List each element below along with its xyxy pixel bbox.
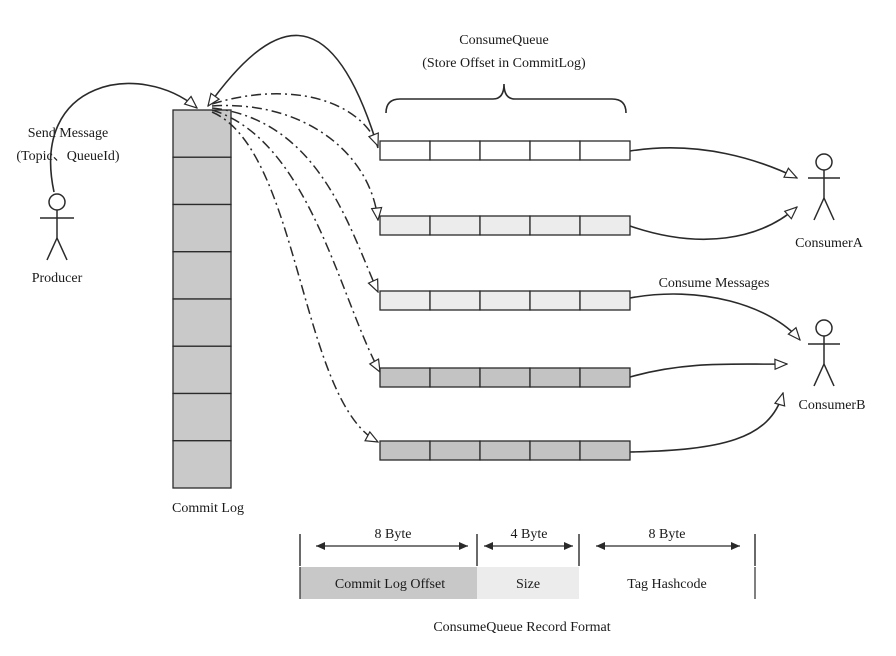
send-message-label: Send Message xyxy=(28,126,109,141)
queue-cell xyxy=(429,440,481,461)
size-label-size: 4 Byte xyxy=(511,527,548,542)
queue-cell xyxy=(529,140,581,161)
queue-cell xyxy=(529,215,581,236)
commit-log-label: Commit Log xyxy=(172,501,244,516)
queue4-to-consumerB-arrow xyxy=(629,364,787,378)
queue-cell xyxy=(579,290,631,311)
consume-arrows xyxy=(629,147,800,453)
consumerB-label: ConsumerB xyxy=(799,398,866,413)
field-commit-log-offset xyxy=(300,567,477,599)
commit-log-cell xyxy=(172,345,232,395)
store-offset-arrow xyxy=(208,34,379,149)
queue-cell xyxy=(579,440,631,461)
queue-cell xyxy=(529,290,581,311)
commit-log-cell xyxy=(172,392,232,442)
consumerA-label: ConsumerA xyxy=(795,236,864,251)
commit-log-cell xyxy=(172,203,232,253)
dispatch-arrow-5 xyxy=(211,111,378,442)
consume-queue-5 xyxy=(379,440,631,461)
size-label-offset: 8 Byte xyxy=(375,527,412,542)
queue-cell xyxy=(529,367,581,388)
queue-brace xyxy=(385,83,627,114)
record-format-title: ConsumeQueue Record Format xyxy=(433,620,610,635)
queue3-to-consumerB-arrow xyxy=(629,293,800,340)
dispatch-arrows xyxy=(211,93,380,442)
queue2-to-consumerA-arrow xyxy=(629,207,797,241)
queue-cell xyxy=(479,440,531,461)
queue-cell xyxy=(579,215,631,236)
queue-cell xyxy=(579,140,631,161)
queue-cell xyxy=(479,140,531,161)
dispatch-arrow-1 xyxy=(211,93,378,146)
send-arrow xyxy=(49,82,197,193)
queue-cell xyxy=(379,290,431,311)
producer-actor-icon xyxy=(40,193,74,261)
send-message-params: (Topic、QueueId) xyxy=(16,149,120,164)
queue-cell xyxy=(379,140,431,161)
consume-queue-3 xyxy=(379,290,631,311)
record-format: 8 Byte 4 Byte 8 Byte Commit Log Offset S… xyxy=(299,527,756,635)
queue-cell xyxy=(379,440,431,461)
consume-messages-label: Consume Messages xyxy=(659,276,770,291)
field-name-offset: Commit Log Offset xyxy=(335,577,445,592)
commit-log xyxy=(172,109,232,489)
consumerA-actor-icon xyxy=(808,153,840,221)
consume-queue-4 xyxy=(379,367,631,388)
consume-queues xyxy=(379,140,631,461)
consumequeue-subtitle: (Store Offset in CommitLog) xyxy=(422,56,586,71)
queue-cell xyxy=(529,440,581,461)
field-name-tag: Tag Hashcode xyxy=(627,577,707,592)
consumerB-actor-icon xyxy=(808,319,840,387)
queue-cell xyxy=(379,215,431,236)
size-label-tag: 8 Byte xyxy=(649,527,686,542)
commit-log-cell xyxy=(172,440,232,489)
queue-cell xyxy=(379,367,431,388)
commit-log-cell xyxy=(172,251,232,300)
queue-cell xyxy=(429,215,481,236)
queue-cell xyxy=(429,290,481,311)
queue5-to-consumerB-arrow xyxy=(629,393,783,453)
field-name-size: Size xyxy=(516,577,540,592)
consumequeue-title: ConsumeQueue xyxy=(459,33,548,48)
consume-queue-2 xyxy=(379,215,631,236)
queue-cell xyxy=(429,367,481,388)
queue-cell xyxy=(429,140,481,161)
queue-cell xyxy=(479,290,531,311)
queue1-to-consumerA-arrow xyxy=(629,147,797,179)
queue-cell xyxy=(579,367,631,388)
commit-log-cell xyxy=(172,298,232,347)
consume-queue-1 xyxy=(379,140,631,161)
dispatch-arrow-2 xyxy=(211,104,378,220)
queue-cell xyxy=(479,367,531,388)
queue-cell xyxy=(479,215,531,236)
field-size xyxy=(477,567,579,599)
commit-log-cell xyxy=(172,109,232,158)
dispatch-arrow-4 xyxy=(211,109,380,372)
field-tag-hashcode xyxy=(579,567,755,599)
producer-label: Producer xyxy=(32,271,83,286)
commit-log-cell xyxy=(172,156,232,206)
dispatch-arrow-3 xyxy=(211,107,379,292)
